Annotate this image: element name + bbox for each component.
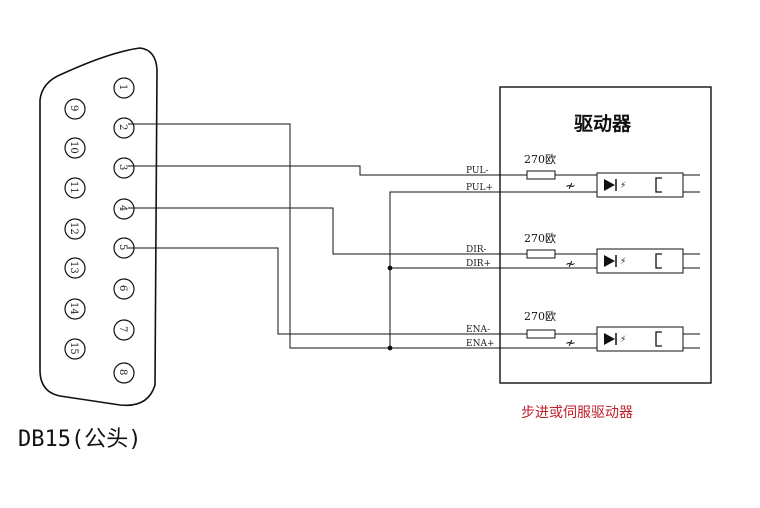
db15-pin-12-label: 12 <box>68 222 79 235</box>
opto-light-dir: ⚡ <box>620 257 626 267</box>
opto-led-ena <box>604 333 615 345</box>
db15-pin-14 <box>64 298 86 320</box>
signal-label-dir-minus: DIR- <box>466 245 487 255</box>
resistor-ena <box>526 329 556 339</box>
db15-pin-7-label: 7 <box>117 326 128 332</box>
db15-pin-6 <box>113 278 135 300</box>
opto-led-pul <box>604 179 615 191</box>
db15-pin-2-label: 2 <box>117 124 128 130</box>
signal-label-ena-minus: ENA- <box>466 325 490 335</box>
wire-pin5-ena-minus <box>128 247 500 335</box>
db15-pin-14-label: 14 <box>68 302 79 315</box>
db15-pin-13 <box>64 257 86 279</box>
opto-led-dir <box>604 255 615 267</box>
db15-pin-1 <box>113 77 135 99</box>
driver-caption: 步进或伺服驱动器 <box>521 405 633 421</box>
db15-pin-3-label: 3 <box>117 164 128 170</box>
db15-pin-10 <box>64 137 86 159</box>
db15-pin-13-label: 13 <box>68 261 79 274</box>
db15-pin-6-label: 6 <box>117 285 128 291</box>
driver-channel-dir: DIR- DIR+ 270欧 ≁ ⚡ <box>466 232 700 274</box>
junction-dot-dir-plus <box>387 265 393 271</box>
db15-pin-1-label: 1 <box>117 84 128 90</box>
db15-pin-15 <box>64 338 86 360</box>
driver-box <box>499 86 712 384</box>
opto-transistor-dir <box>655 253 662 269</box>
db15-pin-9 <box>64 98 86 120</box>
wiring <box>128 123 500 349</box>
diode-symbol-pul: ≁ <box>565 179 576 194</box>
opto-transistor-ena <box>655 331 662 347</box>
db15-pin-5-label: 5 <box>117 244 128 250</box>
driver-channel-pul: PUL- PUL+ 270欧 ≁ ⚡ <box>466 153 700 198</box>
wire-pin3-pul-minus <box>128 165 500 176</box>
driver-title: 驱动器 <box>574 113 632 135</box>
junction-dot-ena-plus <box>387 345 393 351</box>
signal-label-dir-plus: DIR+ <box>466 259 491 269</box>
diode-symbol-ena: ≁ <box>565 336 576 351</box>
opto-transistor-pul <box>655 177 662 193</box>
db15-pin-3 <box>113 157 135 179</box>
db15-pin-11-label: 11 <box>68 181 79 194</box>
junction-dots <box>387 265 393 351</box>
db15-pin-9-label: 9 <box>68 105 79 111</box>
db15-pin-12 <box>64 218 86 240</box>
resistor-label-pul: 270欧 <box>524 153 556 166</box>
db15-pins-right-column: 1 2 3 4 5 6 7 8 <box>113 77 135 384</box>
resistor-label-dir: 270欧 <box>524 232 556 245</box>
signal-label-ena-plus: ENA+ <box>466 339 495 349</box>
db15-connector-shell <box>39 47 158 407</box>
wire-pin4-dir-minus <box>128 207 500 255</box>
signal-label-pul-minus: PUL- <box>466 166 489 176</box>
resistor-pul <box>526 170 556 180</box>
db15-pin-15-label: 15 <box>68 342 79 355</box>
connector-caption: DB15(公头) <box>18 427 141 452</box>
opto-light-ena: ⚡ <box>620 335 626 345</box>
db15-pin-8 <box>113 362 135 384</box>
diode-symbol-dir: ≁ <box>565 257 576 272</box>
db15-pin-8-label: 8 <box>117 369 128 375</box>
db15-pins-left-column: 9 10 11 12 13 14 15 <box>64 98 86 360</box>
db15-pin-11 <box>64 177 86 199</box>
db15-pin-2 <box>113 117 135 139</box>
wire-pin2-common-plus <box>128 123 500 349</box>
db15-pin-4 <box>113 198 135 220</box>
db15-pin-10-label: 10 <box>68 141 79 154</box>
resistor-label-ena: 270欧 <box>524 310 556 323</box>
driver-channel-ena: ENA- ENA+ 270欧 ≁ ⚡ <box>466 310 700 352</box>
wire-common-plus-bus <box>389 191 500 348</box>
resistor-dir <box>526 249 556 259</box>
db15-pin-7 <box>113 319 135 341</box>
db15-pin-4-label: 4 <box>117 205 128 211</box>
opto-light-pul: ⚡ <box>620 181 626 191</box>
signal-label-pul-plus: PUL+ <box>466 183 493 193</box>
